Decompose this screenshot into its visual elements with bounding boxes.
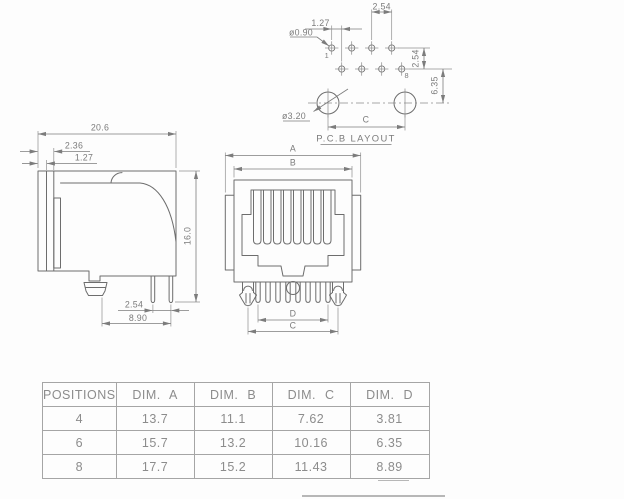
dim-label-pcb-hole-pitch: 2.54 [373, 2, 391, 12]
table-row: 6 15.7 13.2 10.16 6.35 [42, 430, 430, 455]
dim-label-pcb-row-gap: 2.54 [411, 49, 421, 67]
dimensions-table: POSITIONS DIM. A DIM. B DIM. C DIM. D 4 … [42, 382, 430, 479]
table-header-positions: POSITIONS [42, 382, 117, 407]
table-cell: 8 [42, 454, 117, 479]
dim-label-side-panel-offset: 2.36 [65, 141, 83, 151]
dim-label-pcb-post-dia: ø3.20 [282, 111, 306, 121]
table-cell: 3.81 [349, 406, 430, 431]
table-cell: 11.43 [271, 454, 351, 479]
frame-artifact-line [378, 480, 409, 481]
table-cell: 10.16 [271, 430, 351, 455]
connector-drawing-svg: 20.6 2.36 1.27 16.0 2.54 8.90 A B D C [20, 2, 452, 335]
side-view-drawing: 20.6 2.36 1.27 16.0 2.54 8.90 [20, 123, 200, 327]
table-header-dim-c: DIM. C [271, 382, 351, 407]
dim-label-front-a: A [290, 144, 296, 154]
table-cell: 11.1 [193, 406, 273, 431]
dim-label-side-height: 16.0 [183, 227, 193, 245]
table-cell: 13.7 [115, 406, 195, 431]
dim-label-front-b: B [290, 158, 296, 168]
table-row: 4 13.7 11.1 7.62 3.81 [42, 406, 430, 431]
dim-label-pcb-hole-dia: ø0.90 [289, 28, 313, 38]
table-row: 8 17.7 15.2 11.43 8.89 [42, 454, 430, 479]
dim-label-front-c: C [290, 321, 297, 331]
dim-label-side-pin-pitch: 2.54 [125, 300, 143, 310]
table-cell: 7.62 [271, 406, 351, 431]
dim-label-front-d: D [290, 309, 297, 319]
frame-artifact-line [302, 495, 445, 497]
dim-label-side-tail-span: 8.90 [129, 313, 147, 323]
table-cell: 4 [42, 406, 117, 431]
table-header-dim-a: DIM. A [115, 382, 195, 407]
dim-label-side-width: 20.6 [91, 123, 109, 133]
table-header-dim-d: DIM. D [349, 382, 430, 407]
table-cell: 6.35 [349, 430, 430, 455]
dim-label-pcb-row-offset: 1.27 [311, 18, 329, 28]
table-header-dim-b: DIM. B [193, 382, 273, 407]
dim-label-side-lip-offset: 1.27 [75, 153, 93, 163]
table-cell: 15.7 [115, 430, 195, 455]
pcb-pin1-label: 1 [325, 51, 329, 60]
pcb-layout-title: P.C.B LAYOUT [316, 133, 396, 144]
pcb-pin8-label: 8 [405, 71, 409, 80]
table-header-row: POSITIONS DIM. A DIM. B DIM. C DIM. D [42, 382, 430, 407]
front-view-drawing: A B D C [224, 144, 362, 335]
table-cell: 6 [42, 430, 117, 455]
table-cell: 13.2 [193, 430, 273, 455]
dim-label-pcb-post-span: C [363, 115, 370, 125]
pcb-layout-drawing: 2.54 1.27 ø0.90 1 8 2.54 6.35 ø3.20 C P.… [282, 2, 452, 145]
table-cell: 8.89 [349, 454, 430, 479]
table-cell: 15.2 [193, 454, 273, 479]
table-cell: 17.7 [115, 454, 195, 479]
dim-label-pcb-post-drop: 6.35 [430, 76, 440, 94]
